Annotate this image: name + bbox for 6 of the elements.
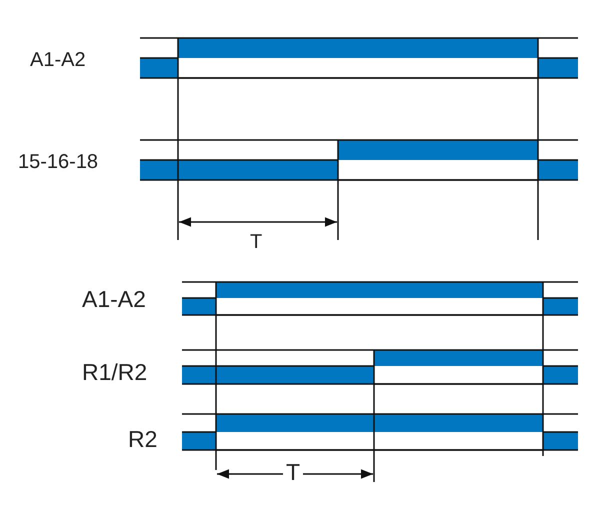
signal-label: R1/R2 xyxy=(82,361,148,384)
signal-label: 15-16-18 xyxy=(18,152,98,172)
signal-label: A1-A2 xyxy=(30,50,86,70)
signal-label: A1-A2 xyxy=(82,288,146,311)
time-label: T xyxy=(250,232,262,252)
signal-label: R2 xyxy=(128,428,158,451)
